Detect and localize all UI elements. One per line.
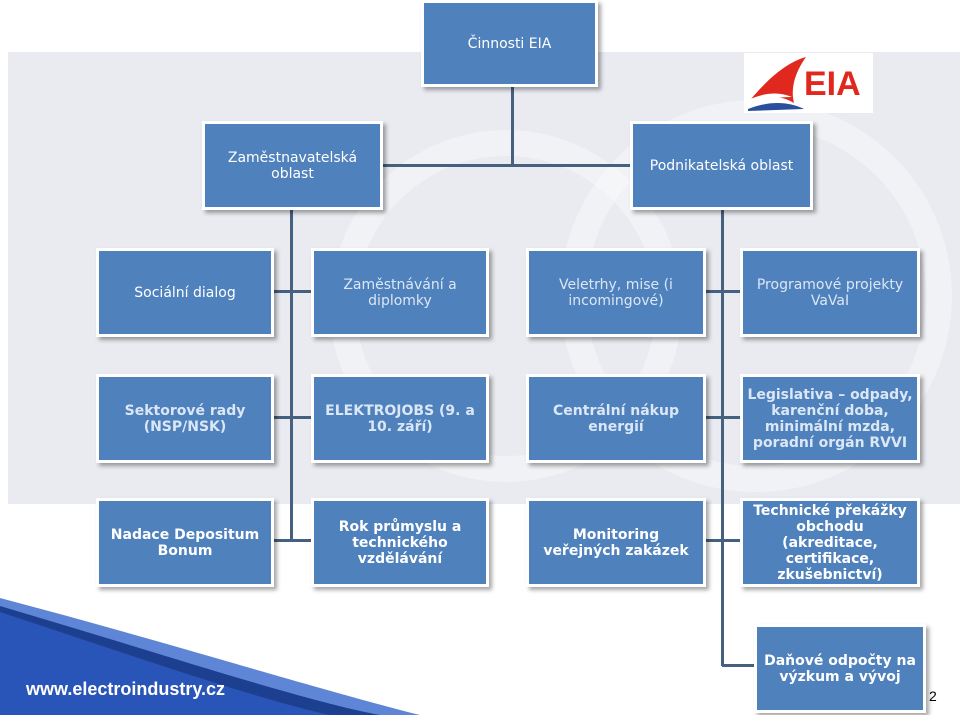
page-number: 2 <box>929 688 937 704</box>
connector <box>511 86 514 166</box>
box-label: Programové projekty VaVaI <box>756 276 904 309</box>
connector <box>272 539 292 542</box>
connector <box>291 290 313 293</box>
connector <box>705 290 742 293</box>
connector <box>721 207 724 666</box>
connector <box>291 539 313 542</box>
tax-deductions-box: Daňové odpočty na výzkum a vývoj <box>754 624 926 713</box>
title-text: Činnosti EIA <box>467 35 552 52</box>
employer-area-label: Zaměstnavatelská oblast <box>227 149 358 182</box>
connector <box>381 164 631 167</box>
box-label: Daňové odpočty na výzkum a vývoj <box>764 652 916 685</box>
box-label: Legislativa – odpady, karenční doba, min… <box>747 386 913 451</box>
box-label: Nadace Depositum Bonum <box>110 526 260 559</box>
connector <box>291 416 313 419</box>
box-label: Rok průmyslu a technického vzdělávání <box>338 518 462 567</box>
footer-url[interactable]: www.electroindustry.cz <box>26 679 226 699</box>
connector <box>722 664 754 667</box>
connector <box>705 539 742 542</box>
sector-councils-box: Sektorové rady (NSP/NSK) <box>96 374 274 463</box>
title-box: Činnosti EIA <box>421 0 598 87</box>
business-area-label: Podnikatelská oblast <box>649 157 794 174</box>
box-label: Monitoring veřejných zakázek <box>543 526 689 559</box>
connector <box>272 416 292 419</box>
eia-logo: EIA <box>744 53 873 113</box>
box-label: Veletrhy, mise (i incomingové) <box>559 276 673 309</box>
employment-box: Zaměstnávání a diplomky <box>311 248 489 337</box>
connector <box>272 290 292 293</box>
business-area-box: Podnikatelská oblast <box>630 121 813 210</box>
public-procurement-box: Monitoring veřejných zakázek <box>526 498 706 587</box>
box-label: Zaměstnávání a diplomky <box>343 276 457 309</box>
industry-year-box: Rok průmyslu a technického vzdělávání <box>311 498 489 587</box>
technical-barriers-box: Technické překážky obchodu (akreditace, … <box>740 498 920 587</box>
box-label: Technické překážky obchodu (akreditace, … <box>753 502 907 583</box>
box-label: Sociální dialog <box>134 284 236 301</box>
connector <box>290 207 293 540</box>
legislation-box: Legislativa – odpady, karenční doba, min… <box>740 374 920 463</box>
logo-text: EIA <box>804 65 861 103</box>
programme-projects-box: Programové projekty VaVaI <box>740 248 920 337</box>
box-label: Centrální nákup energií <box>553 402 679 435</box>
energy-purchase-box: Centrální nákup energií <box>526 374 706 463</box>
elektrojobs-box: ELEKTROJOBS (9. a 10. září) <box>311 374 489 463</box>
social-dialogue-box: Sociální dialog <box>96 248 274 337</box>
box-label: ELEKTROJOBS (9. a 10. září) <box>325 402 475 435</box>
foundation-box: Nadace Depositum Bonum <box>96 498 274 587</box>
connector <box>705 416 742 419</box>
eia-logo-icon: EIA <box>746 57 861 111</box>
trade-fairs-box: Veletrhy, mise (i incomingové) <box>526 248 706 337</box>
box-label: Sektorové rady (NSP/NSK) <box>124 402 246 435</box>
employer-area-box: Zaměstnavatelská oblast <box>202 121 383 210</box>
